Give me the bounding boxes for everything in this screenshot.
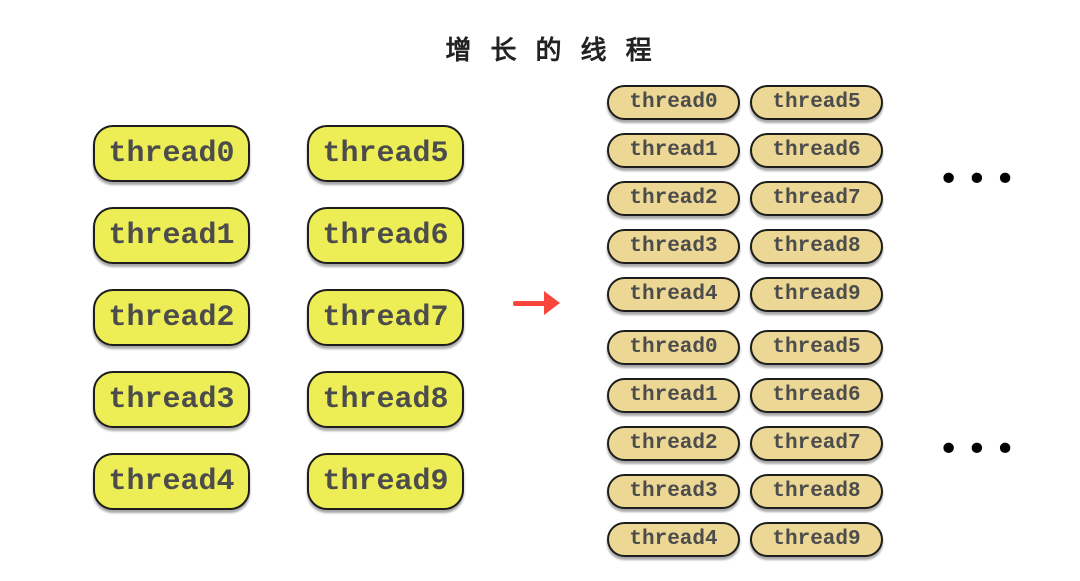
thread-pill: thread0 [607,85,740,120]
thread-pill: thread3 [93,371,250,428]
thread-column: thread0 thread1 thread2 thread3 thread4 [607,330,740,557]
thread-pill: thread2 [607,426,740,461]
thread-pill: thread1 [607,133,740,168]
thread-pill: thread4 [93,453,250,510]
thread-pill: thread0 [93,125,250,182]
thread-column: thread5 thread6 thread7 thread8 thread9 [750,85,883,312]
thread-pill: thread9 [307,453,464,510]
thread-pill: thread2 [607,181,740,216]
arrow-head [544,291,560,315]
thread-pill: thread8 [750,474,883,509]
thread-pill: thread7 [750,426,883,461]
right-arrow-icon [513,291,560,315]
thread-pill: thread5 [307,125,464,182]
thread-pill: thread9 [750,277,883,312]
thread-pill: thread6 [307,207,464,264]
thread-pill: thread1 [93,207,250,264]
thread-pill: thread0 [607,330,740,365]
thread-pill: thread9 [750,522,883,557]
thread-pill: thread5 [750,330,883,365]
thread-pill: thread5 [750,85,883,120]
thread-pill: thread7 [750,181,883,216]
thread-column: thread5 thread6 thread7 thread8 thread9 [750,330,883,557]
thread-pill: thread6 [750,378,883,413]
thread-pill: thread3 [607,474,740,509]
thread-pill: thread4 [607,522,740,557]
thread-column: thread0 thread1 thread2 thread3 thread4 [93,125,250,510]
thread-pill: thread8 [750,229,883,264]
thread-pill: thread1 [607,378,740,413]
thread-pill: thread8 [307,371,464,428]
diagram-title: 增 长 的 线 程 [445,36,657,66]
thread-pill: thread3 [607,229,740,264]
ellipsis-bottom: ••• [938,429,1023,470]
thread-pill: thread7 [307,289,464,346]
thread-column: thread5 thread6 thread7 thread8 thread9 [307,125,464,510]
arrow-shaft [513,301,546,306]
thread-pill: thread6 [750,133,883,168]
thread-pill: thread4 [607,277,740,312]
thread-column: thread0 thread1 thread2 thread3 thread4 [607,85,740,312]
ellipsis-top: ••• [938,159,1023,200]
thread-pill: thread2 [93,289,250,346]
